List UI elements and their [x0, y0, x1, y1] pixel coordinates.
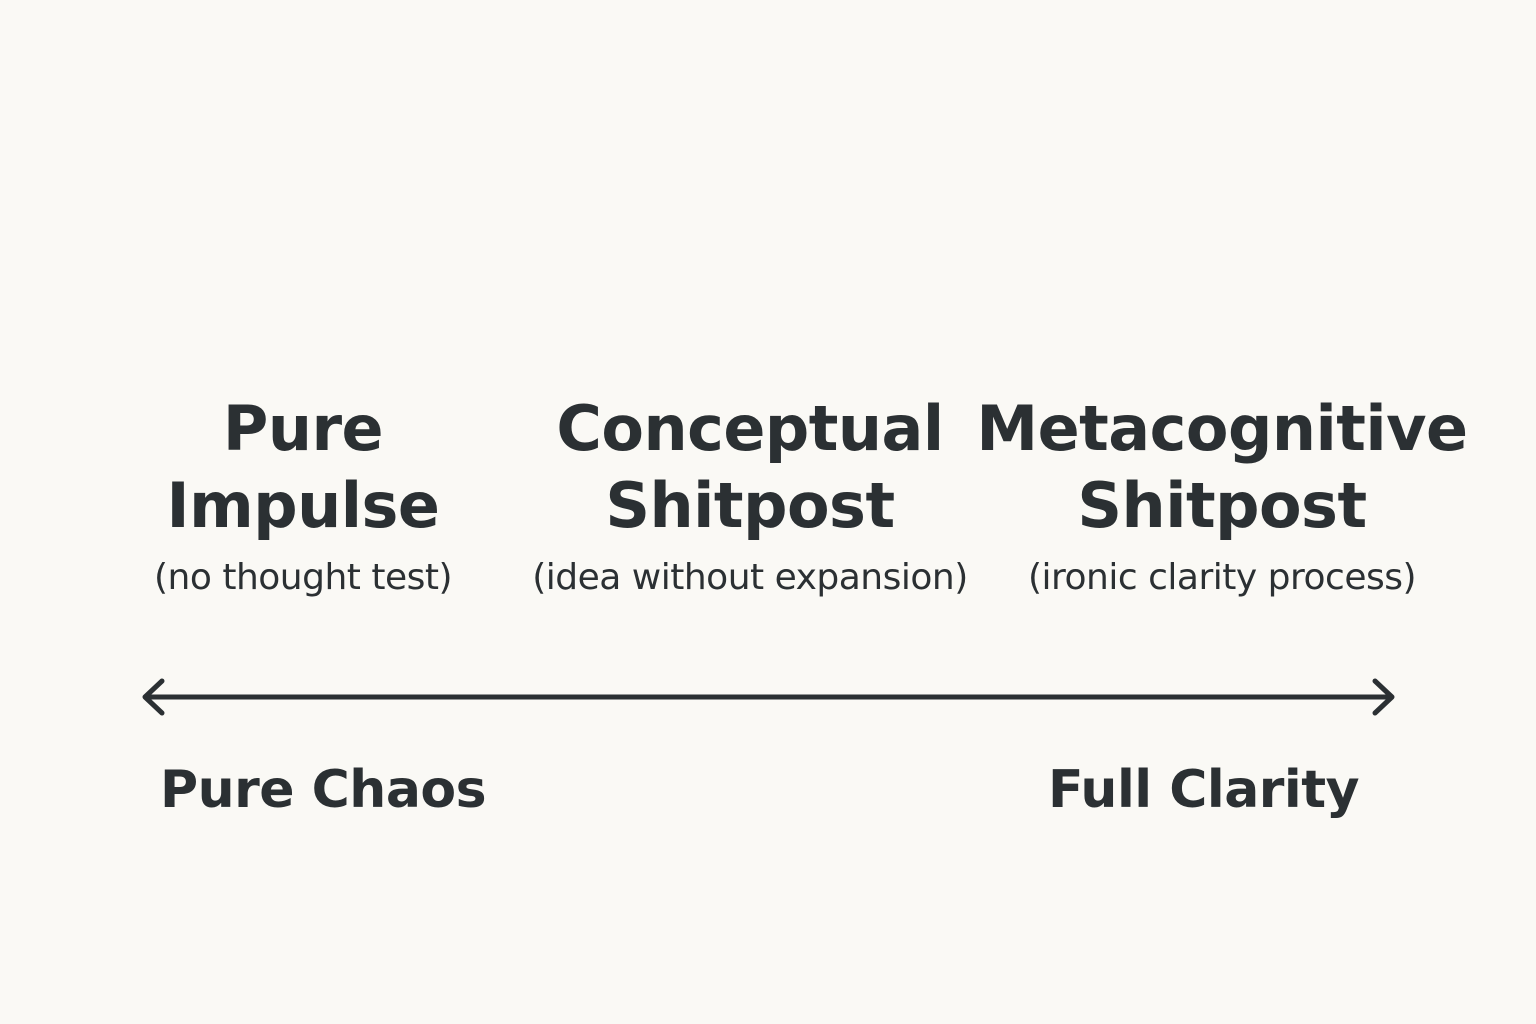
axis-label-right: Full Clarity: [1048, 760, 1360, 820]
left-arrowhead-icon: [142, 678, 165, 716]
category-pure-impulse: Pure Impulse (no thought test): [153, 390, 453, 602]
axis-label-left: Pure Chaos: [160, 760, 487, 820]
right-arrowhead-icon: [1372, 678, 1395, 716]
category-title: Pure Impulse: [154, 390, 452, 544]
category-conceptual-shitpost: Conceptual Shitpost (idea without expans…: [532, 390, 968, 602]
spectrum-axis: [142, 678, 1395, 716]
category-title-line: Shitpost: [1077, 469, 1367, 542]
category-title: Conceptual Shitpost: [532, 390, 968, 544]
category-title-line: Pure: [222, 392, 384, 465]
category-title-line: Conceptual: [556, 392, 944, 465]
category-subtitle: (idea without expansion): [532, 557, 968, 598]
category-metacognitive-shitpost: Metacognitive Shitpost (ironic clarity p…: [976, 390, 1468, 602]
category-subtitle: (ironic clarity process): [1027, 557, 1417, 598]
category-subtitle: (no thought test): [153, 557, 453, 598]
category-title-line: Shitpost: [605, 469, 895, 542]
category-title-line: Metacognitive: [976, 392, 1468, 465]
category-title-line: Impulse: [166, 469, 440, 542]
category-title: Metacognitive Shitpost: [976, 390, 1468, 544]
